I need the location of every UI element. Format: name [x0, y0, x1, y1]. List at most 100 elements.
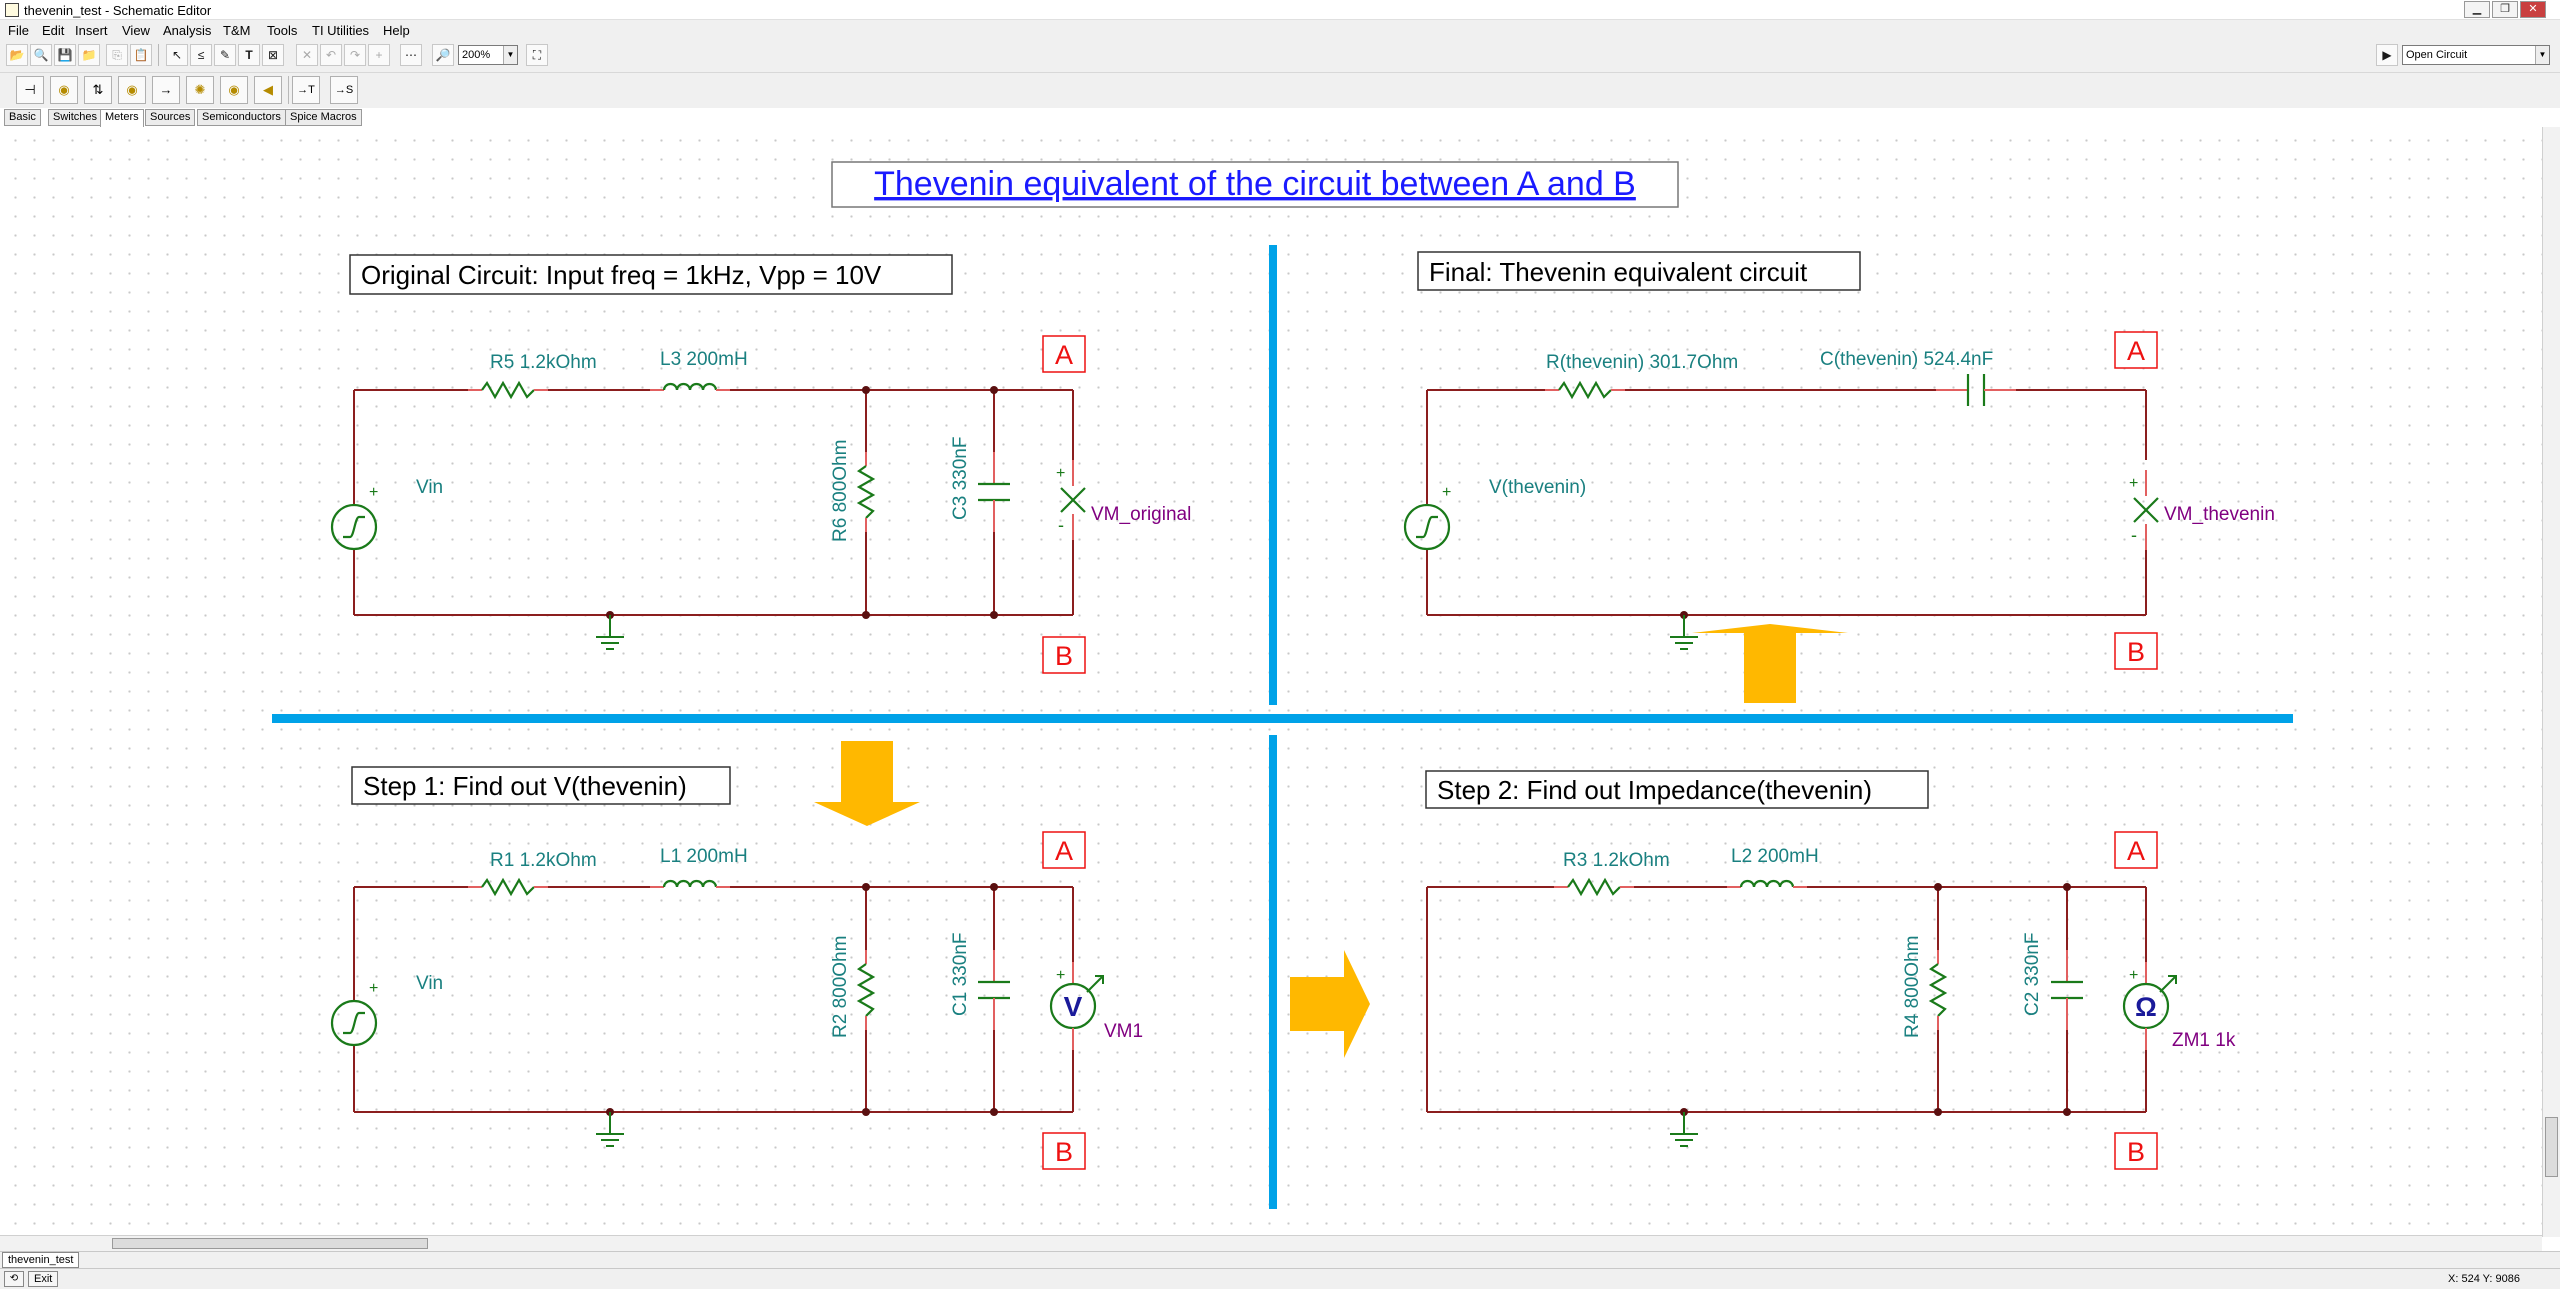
voltage-probe-icon[interactable] [2127, 468, 2160, 552]
schematic-canvas[interactable]: + [0, 127, 2542, 1235]
resistor-r5-icon[interactable] [466, 381, 550, 399]
zoom-select[interactable]: 200% ▼ [458, 45, 518, 65]
wattmeter-icon[interactable]: ✺ [186, 76, 214, 104]
tab-basic[interactable]: Basic [4, 109, 41, 126]
horizontal-scrollbar[interactable] [0, 1235, 2542, 1251]
capacitor-cth-icon[interactable] [1934, 372, 2018, 408]
no-label-icon[interactable]: ⊠ [262, 44, 284, 66]
horizontal-divider [272, 714, 2293, 723]
resistor-r2-icon[interactable] [857, 948, 875, 1032]
label-r3: R3 1.2kOhm [1563, 850, 1670, 871]
inductor-l3-icon[interactable] [648, 382, 732, 392]
resistor-r6-icon[interactable] [857, 450, 875, 534]
resistor-rth-icon[interactable] [1543, 381, 1627, 399]
node-b-label: B [2127, 1137, 2145, 1167]
tab-thevenin-test[interactable]: thevenin_test [2, 1252, 80, 1268]
delete-icon[interactable]: ✕ [296, 44, 318, 66]
open-folder-icon[interactable]: 📁 [78, 44, 100, 66]
voltmeter-icon[interactable]: ◉ [50, 76, 78, 104]
status-icon[interactable]: ⟲ [4, 1271, 24, 1287]
menu-insert[interactable]: Insert [75, 23, 108, 38]
horizontal-scroll-thumb[interactable] [112, 1238, 428, 1249]
vertical-scrollbar[interactable] [2542, 127, 2560, 1237]
impedance-meter-icon[interactable]: ◉ [220, 76, 248, 104]
save-icon[interactable]: 💾 [54, 44, 76, 66]
signal-point-icon[interactable]: →S [330, 76, 358, 104]
test-point-icon[interactable]: →T [292, 76, 320, 104]
toolbar-separator [158, 44, 159, 66]
probe-icon[interactable]: ⇅ [84, 76, 112, 104]
menu-help[interactable]: Help [383, 23, 410, 38]
pencil-icon[interactable]: ✎ [214, 44, 236, 66]
main-title-box [831, 161, 1679, 208]
label-vin: Vin [416, 973, 443, 994]
copy-icon[interactable]: ⎘ [106, 44, 128, 66]
undo-icon[interactable]: ↶ [320, 44, 342, 66]
menu-tools[interactable]: Tools [267, 23, 298, 38]
minimize-button[interactable]: ▁ [2464, 1, 2490, 18]
wire-icon[interactable]: ≤ [190, 44, 212, 66]
ac-source-icon[interactable] [330, 482, 380, 551]
tab-meters[interactable]: Meters [100, 109, 144, 127]
capacitor-c2-icon[interactable] [2049, 948, 2085, 1032]
label-r6: R6 800Ohm [830, 440, 851, 542]
label-l3: L3 200mH [660, 349, 748, 370]
label-r1: R1 1.2kOhm [490, 850, 597, 871]
main-title[interactable]: Thevenin equivalent of the circuit betwe… [874, 165, 1636, 203]
exit-button[interactable]: Exit [28, 1271, 59, 1287]
capacitor-c1-icon[interactable] [976, 948, 1012, 1032]
node-a-label: A [2127, 836, 2145, 866]
analysis-mode-icon[interactable]: ▶ [2376, 44, 2398, 66]
tab-semiconductors[interactable]: Semiconductors [197, 109, 286, 126]
voltage-probe-icon[interactable] [1054, 458, 1087, 542]
speaker-icon[interactable]: ◀ [254, 76, 282, 104]
menu-tm[interactable]: T&M [223, 23, 251, 38]
fit-page-icon[interactable]: ⛶ [526, 44, 548, 66]
vertical-scroll-thumb[interactable] [2545, 1117, 2558, 1177]
tab-spice-macros[interactable]: Spice Macros [285, 109, 362, 126]
label-l2: L2 200mH [1731, 846, 1819, 867]
open-icon[interactable]: 📂 [6, 44, 28, 66]
inductor-l1-icon[interactable] [648, 879, 732, 889]
ammeter-icon[interactable]: ◉ [118, 76, 146, 104]
resistor-r3-icon[interactable] [1552, 878, 1636, 896]
analysis-combo[interactable]: Open Circuit ▼ [2402, 45, 2550, 65]
inductor-l2-icon[interactable] [1725, 879, 1809, 889]
label-vth: V(thevenin) [1489, 477, 1586, 498]
resistor-r1-icon[interactable] [466, 878, 550, 896]
tab-sources[interactable]: Sources [145, 109, 196, 126]
menu-edit[interactable]: Edit [42, 23, 65, 38]
menu-view[interactable]: View [122, 23, 150, 38]
find-icon[interactable]: 🔍 [30, 44, 52, 66]
redo-icon[interactable]: ↷ [344, 44, 366, 66]
ground-icon [595, 1111, 625, 1147]
close-button[interactable]: ✕ [2520, 1, 2546, 18]
current-arrow-icon[interactable]: → [152, 76, 180, 104]
component-palette [0, 73, 2560, 108]
resistor-r4-icon[interactable] [1929, 948, 1947, 1032]
ac-source-icon[interactable] [330, 978, 380, 1047]
menu-analysis[interactable]: Analysis [163, 23, 212, 38]
tab-switches[interactable]: Switches [48, 109, 103, 126]
menu-file[interactable]: File [8, 23, 29, 38]
grid-icon[interactable]: ⋯ [400, 44, 422, 66]
switch-icon[interactable]: ⊣ [16, 76, 44, 104]
schematic-drawing: + [272, 161, 2293, 1209]
junction-icon[interactable]: + [368, 44, 390, 66]
label-rth: R(thevenin) 301.7Ohm [1546, 352, 1738, 373]
status-bar: ⟲ Exit X: 524 Y: 9086 [0, 1268, 2560, 1289]
voltmeter-symbol: V [1064, 991, 1083, 1022]
text-icon[interactable]: T [238, 44, 260, 66]
zoom-icon[interactable]: 🔎 [432, 44, 454, 66]
arrow-down-icon [814, 741, 920, 826]
paste-icon[interactable]: 📋 [130, 44, 152, 66]
capacitor-c3-icon[interactable] [976, 450, 1012, 534]
panel-step2: Step 2: Find out Impedance(thevenin) Ω R… [1425, 770, 2236, 1170]
label-c2: C2 330nF [2022, 933, 2043, 1016]
ground-icon [595, 614, 625, 650]
select-arrow-icon[interactable]: ↖ [166, 44, 188, 66]
ac-source-icon[interactable] [1403, 482, 1453, 551]
menu-ti-utilities[interactable]: TI Utilities [312, 23, 370, 38]
restore-button[interactable]: ❐ [2492, 1, 2518, 18]
